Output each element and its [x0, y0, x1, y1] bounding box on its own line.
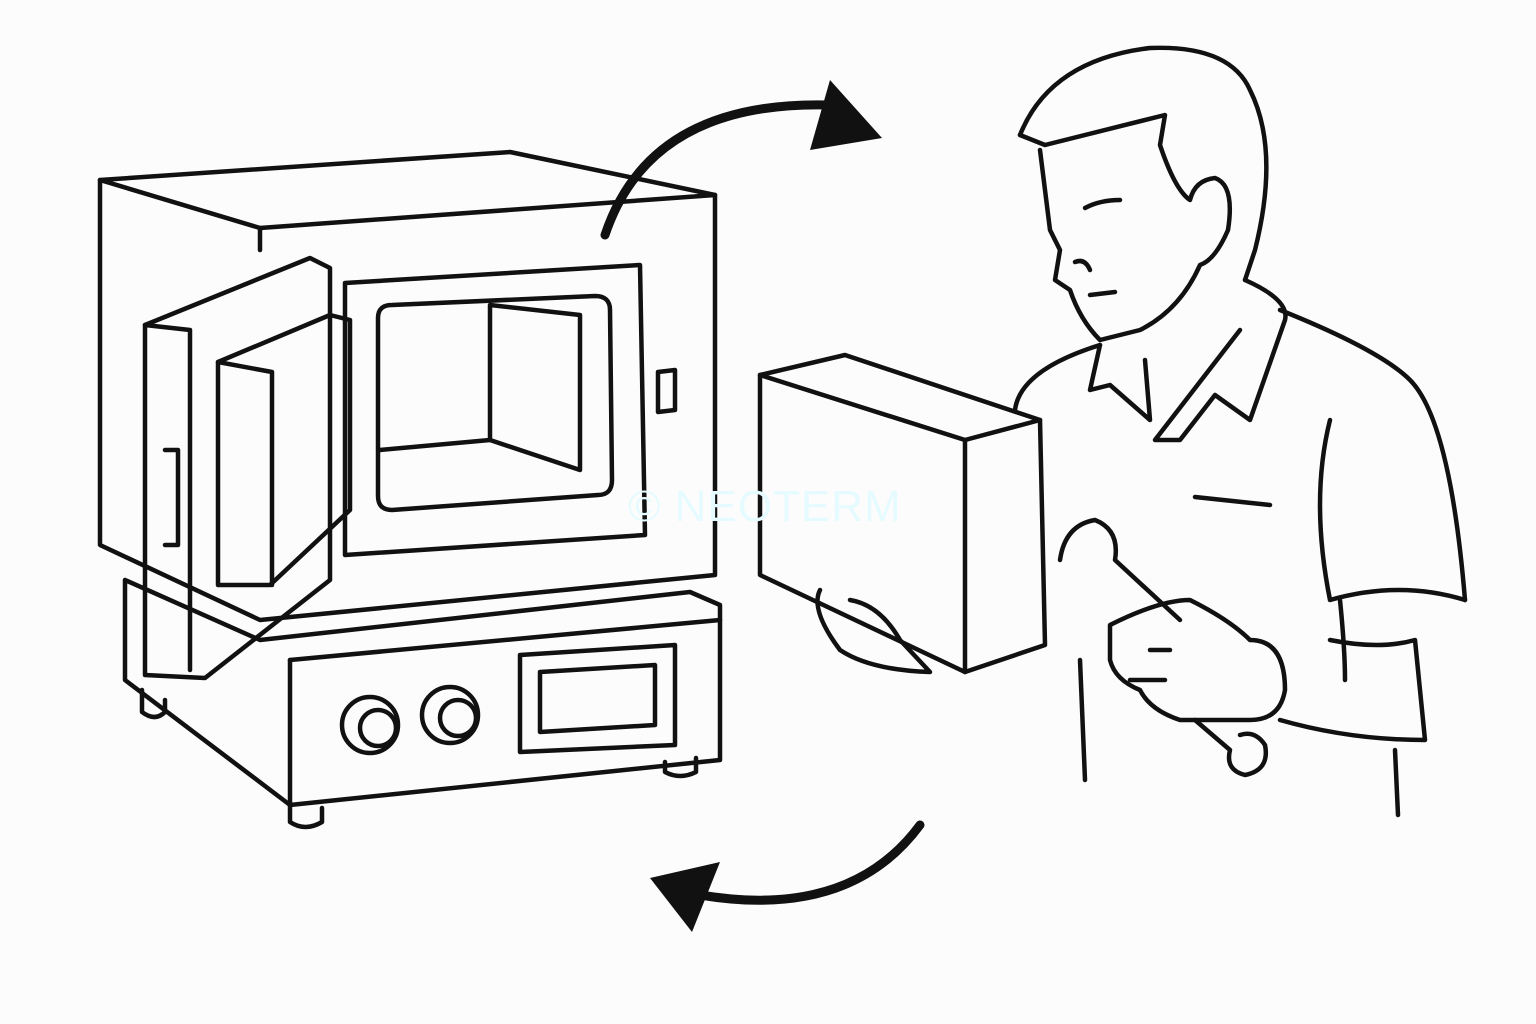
- technician: [757, 45, 1468, 818]
- furnace: [97, 149, 723, 830]
- arrows: [600, 80, 925, 932]
- watermark: © NEOTERM: [628, 482, 902, 531]
